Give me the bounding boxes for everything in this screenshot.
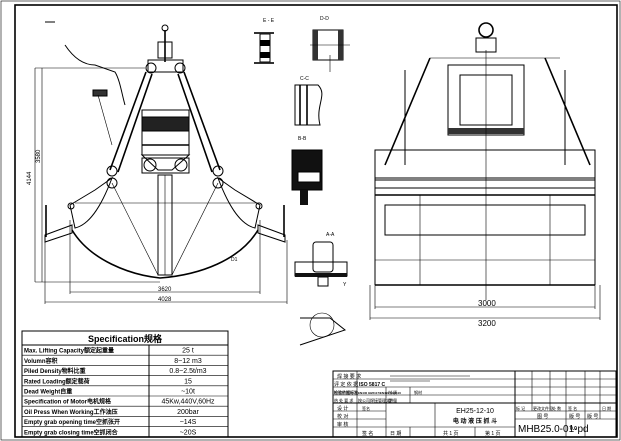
section-a-label: A-A [326,232,335,238]
tb-page: 第 1 页 [485,430,501,437]
tb-rev-sign: 签 名 [568,405,577,411]
tb-eval-basis: 评 定 依 据 [334,381,358,388]
spec-label: Empty grab closing time空抓闭合 [24,428,119,436]
spec-title: Specification规格 [88,333,163,344]
tb-weld-req: 焊 接 要 求 [337,373,361,380]
tb-version: 0.0 [570,426,577,432]
tb-iso: ISO 5817 C [359,382,386,388]
tb-rev-date: 日 期 [602,405,611,411]
spec-label: Empty grab opening time空抓张开 [24,418,120,426]
spec-label: Specification of Motor电机规格 [24,398,112,406]
dim-3620: 3620 [158,287,172,293]
tb-date: 日 期 [390,431,401,437]
spec-value: ~14S [180,419,197,426]
tb-designer: 签名 [362,405,370,411]
spec-value: 0.8~2.5t/m3 [169,368,206,375]
dim-4028: 4028 [158,297,172,303]
tb-check: 校 对 [337,413,348,420]
dim-3000: 3000 [478,299,496,308]
section-views: E - E D-D C-C B-B A-A Y [254,16,350,346]
tb-ver-label: 版 号 [569,413,580,420]
dim-3580: 3580 [36,149,42,163]
tb-total-pages: 共 1 页 [443,430,459,437]
section-c-label: C-C [300,76,309,82]
spec-label: Piled Density物料比重 [24,367,86,375]
dim-4144: 4144 [27,171,33,185]
spec-value: 45Kw,440V,60Hz [161,399,215,406]
tb-drawing-no: MHB25.0-01-pd [518,424,589,435]
tb-ver2-label: 版 号 [587,413,598,420]
grab-front-view [44,24,286,279]
spec-value: 200bar [177,409,199,416]
tb-heat: 热 处 要 求 [334,397,353,403]
tb-material-label: 材 质 [388,389,397,395]
dim-3200: 3200 [478,319,496,328]
label-d1: D1 [231,257,238,263]
section-b-label: B-B [298,136,307,142]
side-dimensions: 3000 3200 [369,285,601,328]
tb-weight-label: 重 量 [388,397,397,403]
tb-rev-doc: 更改文件号 [533,405,553,411]
grab-side-view [374,22,596,300]
spec-label: Volumn容积 [24,357,58,365]
tb-rev-count: 处 数 [552,405,561,411]
tb-drawing-no-label: 图 号 [537,414,548,420]
front-dimensions: 4144 3580 3620 4028 D1 [27,67,288,304]
spec-label: Oil Press When Working工作油压 [24,408,118,416]
spec-value: 8~12 m3 [174,358,202,365]
spec-label: Max. Lifting Capacity额定起重量 [24,347,114,355]
tb-heat-val: 按公司焊接管理文件 [358,397,394,403]
tb-approve: 审 核 [337,421,348,428]
section-e-label: E - E [263,18,275,24]
spec-label: Dead Weight自重 [24,388,72,396]
section-d-label: D-D [320,16,329,22]
drawing-frame [14,4,618,438]
title-block: 焊 接 要 求 评 定 依 据 ISO 5817 C 检验依据标准 EN440 … [332,370,617,438]
tb-en: EN440 GB5117/EN499 GB8110 [358,391,401,395]
label-y: Y [343,282,347,288]
spec-value: ~20S [180,429,197,436]
tb-sign: 签 名 [362,430,373,437]
tb-rev-mark: 标 记 [516,405,525,411]
spec-value: 15 [184,378,192,385]
spec-label: Rated Loading额定载荷 [24,377,90,385]
tb-code: EH25-12-10 [456,408,494,415]
tb-inspect: 检验依据标准 [334,389,358,395]
tb-material: 钢材 [414,389,422,395]
tb-design: 设 计 [337,405,348,412]
spec-value: 25 t [182,348,194,355]
tb-name: 电 动 液 压 抓 斗 [453,417,497,425]
spec-value: ~10t [181,389,195,396]
